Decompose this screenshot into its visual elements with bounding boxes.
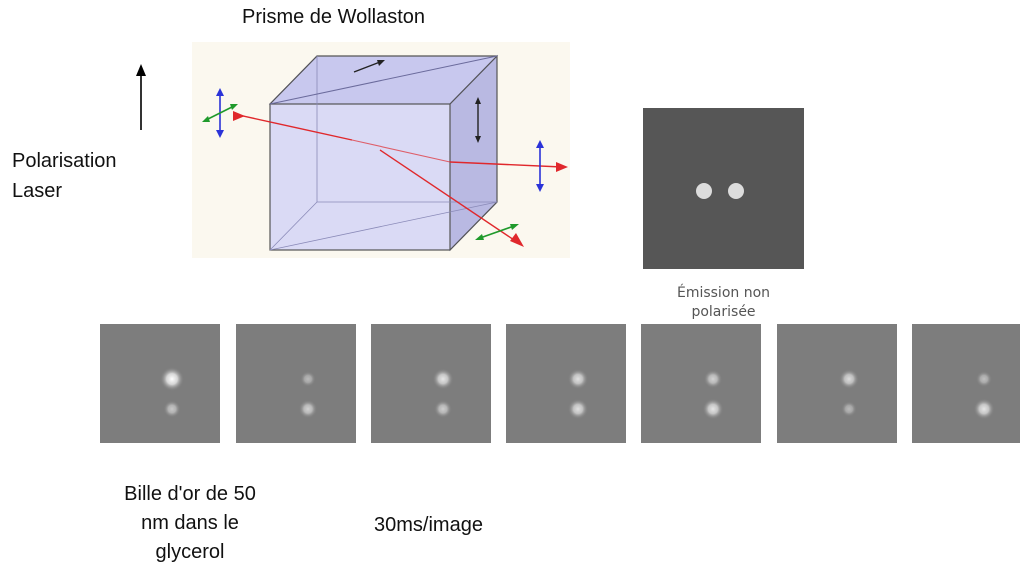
frame-6-top-spot xyxy=(839,369,859,389)
frame-3-bottom-spot xyxy=(434,400,452,418)
unpolarised-emission-panel xyxy=(643,108,804,269)
wollaston-prism-illustration xyxy=(192,42,570,258)
emission-caption-line-1: Émission non xyxy=(676,285,771,301)
frame-5 xyxy=(641,324,761,443)
bead-caption-line-2: nm dans le xyxy=(141,512,239,534)
frame-7-top-spot xyxy=(975,370,993,388)
frame-2-bottom-spot xyxy=(298,399,318,419)
emission-caption: Émission non polarisée xyxy=(643,284,804,322)
emission-spot-right xyxy=(728,183,744,199)
frame-3-top-spot xyxy=(432,368,454,390)
frame-6 xyxy=(777,324,897,443)
frame-7-bottom-spot xyxy=(973,398,995,420)
frame-1-bottom-spot xyxy=(163,400,181,418)
emission-spot-left xyxy=(696,183,712,199)
polarisation-label: Polarisation Laser xyxy=(12,146,117,206)
frame-4-bottom-spot xyxy=(567,398,589,420)
frame-rate-caption: 30ms/image xyxy=(374,514,483,536)
frame-6-bottom-spot xyxy=(841,401,857,417)
polarisation-arrow-icon xyxy=(136,64,146,130)
frame-5-top-spot xyxy=(703,369,723,389)
emission-spots xyxy=(696,183,744,199)
polarisation-label-line-2: Laser xyxy=(12,180,63,202)
frame-4 xyxy=(506,324,626,443)
frame-3 xyxy=(371,324,491,443)
frame-4-top-spot xyxy=(567,368,589,390)
frame-2-top-spot xyxy=(300,371,316,387)
bead-caption: Bille d'or de 50 nm dans le glycerol xyxy=(100,480,280,567)
bead-caption-line-1: Bille d'or de 50 xyxy=(124,483,256,505)
frame-1 xyxy=(100,324,220,443)
diagram-title: Prisme de Wollaston xyxy=(242,6,426,28)
frame-2 xyxy=(236,324,356,443)
polarisation-label-line-1: Polarisation xyxy=(12,150,117,172)
bead-caption-line-3: glycerol xyxy=(155,541,225,563)
frame-1-top-spot xyxy=(160,367,184,391)
frame-5-bottom-spot xyxy=(702,398,724,420)
frame-7 xyxy=(912,324,1020,443)
emission-caption-line-2: polarisée xyxy=(691,304,756,320)
